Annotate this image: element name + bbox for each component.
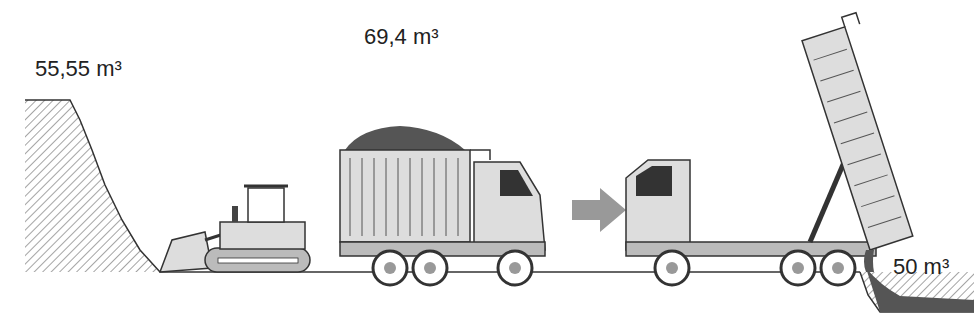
bulldozer-body — [220, 222, 305, 249]
wheel — [373, 251, 407, 285]
cab-guard — [470, 150, 490, 160]
bulldozer — [160, 186, 310, 272]
tipping-truck — [626, 13, 927, 285]
wheel-hub — [792, 262, 804, 274]
wheel — [498, 251, 532, 285]
wheel — [781, 251, 815, 285]
bulldozer-track — [205, 248, 310, 272]
wheel — [821, 251, 855, 285]
wheel-hub — [424, 262, 436, 274]
cab-window — [500, 170, 533, 196]
exhaust-pipe — [232, 206, 238, 222]
direction-arrow — [572, 188, 626, 232]
wheel-hub — [509, 262, 521, 274]
raised-bed — [799, 13, 927, 250]
bulldozer-cab — [248, 188, 284, 222]
loaded-truck — [340, 126, 545, 285]
truck-bed — [340, 150, 470, 242]
track-detail — [218, 258, 298, 263]
volume-label: 55,55 m³ — [35, 56, 122, 82]
bulldozer-blade — [160, 232, 212, 272]
wheel — [655, 251, 689, 285]
bed-guard — [842, 13, 860, 29]
bed-ribs — [350, 158, 458, 236]
hydraulic-ram — [810, 160, 845, 242]
truck-bed — [802, 27, 913, 250]
truck-cab — [626, 160, 690, 250]
cab-roof — [244, 185, 288, 188]
bed-ribs — [814, 49, 902, 227]
falling-soil — [864, 250, 874, 272]
truck-cab — [474, 162, 545, 250]
wheel — [413, 251, 447, 285]
bank-outline — [25, 100, 160, 272]
volume-label: 50 m³ — [893, 254, 949, 280]
cab-window — [636, 166, 672, 196]
volume-label: 69,4 m³ — [364, 24, 439, 50]
soil-bank — [25, 100, 160, 272]
wheel-hub — [832, 262, 844, 274]
wheel-hub — [384, 262, 396, 274]
soil-load — [345, 126, 465, 150]
wheel-hub — [666, 262, 678, 274]
